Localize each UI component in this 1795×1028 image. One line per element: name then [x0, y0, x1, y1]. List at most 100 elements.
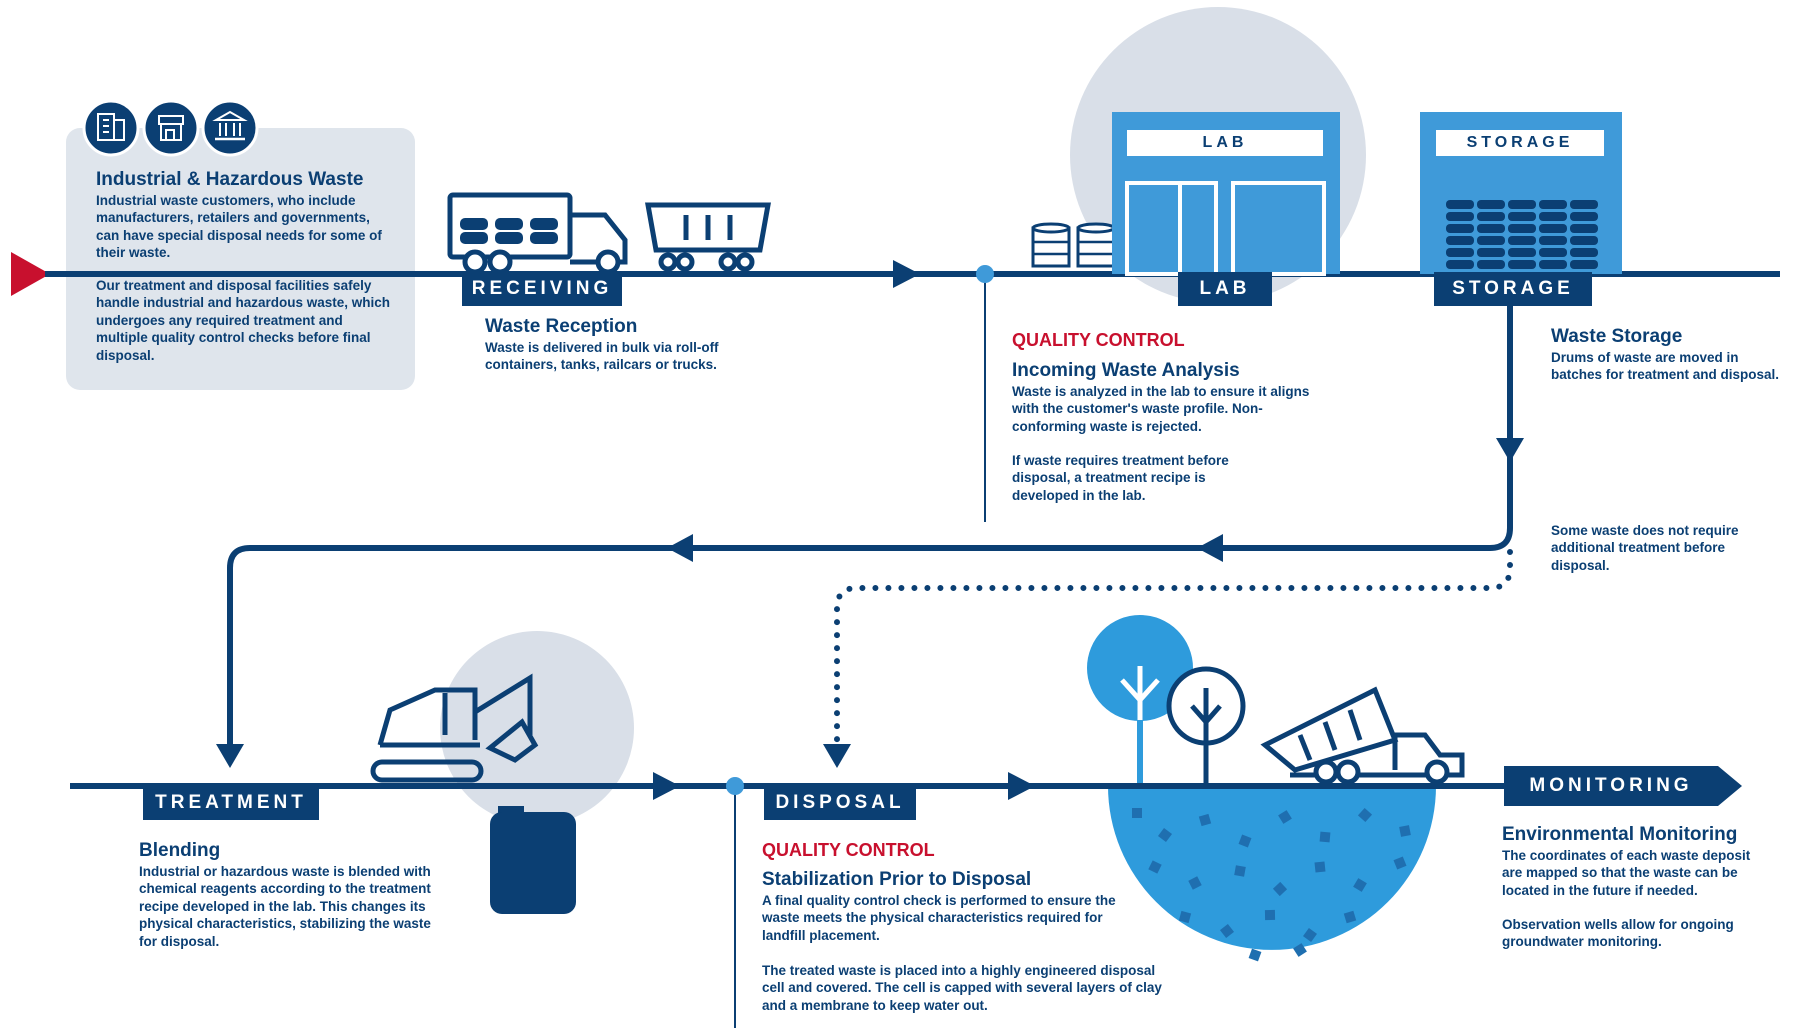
disposal-text-1: A final quality control check is perform… — [762, 893, 1116, 943]
landfill-fragment — [1238, 834, 1252, 848]
treatment-background-circle — [440, 631, 634, 825]
bottom-flow-arrow-1 — [653, 772, 680, 800]
storage-title: Waste Storage — [1551, 326, 1683, 347]
tree-icon-filled — [1087, 615, 1193, 786]
treatment-text: Industrial or hazardous waste is blended… — [139, 864, 431, 949]
landfill-cell — [1108, 786, 1436, 950]
lab-text-2: If waste requires treatment before dispo… — [1012, 453, 1229, 503]
railcar-icon — [645, 202, 771, 272]
landfill-fragment — [1353, 878, 1367, 892]
landfill-fragment — [1178, 910, 1192, 924]
excavator-icon — [370, 673, 539, 783]
storage-drum — [1508, 224, 1536, 233]
landfill-fragment — [1343, 910, 1357, 924]
storage-drum — [1477, 212, 1505, 221]
storefront-icon — [142, 99, 200, 157]
lab-title: Incoming Waste Analysis — [1012, 360, 1240, 381]
bypass-dotted-line — [834, 549, 1513, 743]
treatment-label: TREATMENT — [143, 786, 319, 820]
government-building-icon — [201, 99, 259, 157]
intro-paragraph-1: Industrial waste customers, who include … — [96, 193, 382, 261]
landfill-fragment — [1248, 948, 1262, 962]
return-arrow-1 — [1197, 534, 1223, 562]
lab-text-1: Waste is analyzed in the lab to ensure i… — [1012, 384, 1310, 434]
storage-return-line — [227, 277, 1513, 750]
landfill-fragment — [1188, 876, 1202, 890]
storage-label: STORAGE — [1434, 272, 1592, 306]
storage-drum — [1570, 224, 1598, 233]
storage-drum — [1446, 224, 1474, 233]
storage-drum — [1508, 236, 1536, 245]
mixing-tank-icon — [490, 806, 576, 914]
storage-drum — [1508, 200, 1536, 209]
storage-drum — [1477, 260, 1505, 269]
disposal-qc-marker-dot — [726, 777, 744, 795]
storage-building-sign: STORAGE — [1436, 130, 1604, 156]
storage-drum — [1570, 200, 1598, 209]
intro-title: Industrial & Hazardous Waste — [96, 169, 364, 190]
landfill-fragment — [1148, 860, 1162, 874]
office-building-icon — [82, 99, 140, 157]
bypass-down-arrow — [823, 744, 851, 768]
landfill-fragment — [1157, 827, 1173, 843]
bottom-flow-arrow-2 — [1008, 772, 1035, 800]
landfill-fragment — [1357, 807, 1373, 823]
return-arrow-2 — [667, 534, 693, 562]
storage-drum — [1508, 248, 1536, 257]
monitoring-tag-shape — [1504, 766, 1742, 806]
intro-paragraph-2: Our treatment and disposal facilities sa… — [96, 278, 391, 363]
tree-icon-outline — [1166, 666, 1246, 786]
truck-drums — [460, 218, 558, 244]
storage-drum — [1446, 248, 1474, 257]
storage-drum — [1446, 200, 1474, 209]
landfill-fragment — [1293, 943, 1307, 957]
disposal-label: DISPOSAL — [764, 786, 916, 820]
landfill-fragment — [1399, 825, 1411, 837]
treatment-down-arrow — [216, 744, 244, 768]
storage-drum — [1446, 236, 1474, 245]
landfill-fragment — [1132, 808, 1142, 818]
monitoring-title: Environmental Monitoring — [1502, 824, 1738, 845]
landfill-fragment — [1319, 831, 1331, 843]
landfill-fragment — [1272, 881, 1288, 897]
disposal-quality-control: QUALITY CONTROL — [762, 840, 935, 860]
storage-drum — [1446, 212, 1474, 221]
storage-drum — [1508, 212, 1536, 221]
landfill-fragment — [1303, 928, 1317, 942]
storage-text: Drums of waste are moved in batches for … — [1551, 350, 1780, 383]
landfill-fragment — [1278, 810, 1292, 824]
storage-drum — [1477, 224, 1505, 233]
storage-drum — [1508, 260, 1536, 269]
storage-drum — [1539, 200, 1567, 209]
lab-qc-marker-dot — [976, 265, 994, 283]
delivery-truck-icon — [447, 192, 628, 275]
monitoring-text-1: The coordinates of each waste deposit ar… — [1502, 848, 1751, 898]
dump-truck-icon — [1260, 686, 1465, 785]
bypass-note: Some waste does not require additional t… — [1551, 523, 1739, 573]
storage-drum — [1477, 200, 1505, 209]
storage-drum — [1539, 236, 1567, 245]
intro-panel — [66, 128, 415, 390]
lab-label: LAB — [1178, 272, 1272, 306]
storage-drum — [1446, 260, 1474, 269]
storage-drum — [1539, 248, 1567, 257]
storage-drum — [1477, 236, 1505, 245]
monitoring-label: MONITORING — [1529, 775, 1693, 796]
storage-drum — [1539, 224, 1567, 233]
storage-drum — [1539, 212, 1567, 221]
landfill-fragment — [1234, 865, 1246, 877]
landfill-fragment — [1393, 856, 1407, 870]
disposal-title: Stabilization Prior to Disposal — [762, 869, 1032, 890]
landfill-fragment — [1198, 813, 1212, 827]
receiving-text: Waste is delivered in bulk via roll-off … — [485, 340, 719, 373]
receiving-title: Waste Reception — [485, 316, 638, 337]
storage-drum — [1539, 260, 1567, 269]
disposal-text-2: The treated waste is placed into a highl… — [762, 963, 1162, 1013]
storage-drum — [1570, 248, 1598, 257]
storage-drum — [1570, 236, 1598, 245]
storage-drum — [1477, 248, 1505, 257]
landfill-fragment — [1314, 861, 1326, 873]
storage-down-arrow — [1496, 438, 1524, 462]
storage-drum — [1570, 260, 1598, 269]
treatment-title: Blending — [139, 840, 221, 861]
